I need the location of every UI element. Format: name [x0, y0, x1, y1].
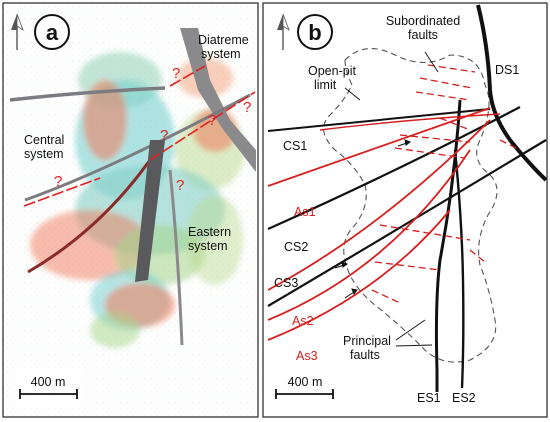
subordinated-faults — [371, 64, 521, 304]
eastern-fault — [168, 169, 184, 346]
label-es1: ES1 — [417, 391, 441, 405]
fault-cs2 — [267, 106, 521, 231]
question-mark-1: ? — [172, 65, 180, 82]
label-diatreme-2: system — [201, 47, 241, 61]
label-open-pit-1: Open-pit — [308, 64, 356, 78]
open-pit-limit — [323, 48, 498, 363]
label-open-pit-2: limit — [314, 78, 337, 92]
fault-as1 — [267, 107, 491, 187]
fault-es2 — [453, 149, 465, 389]
label-as3: As3 — [296, 349, 318, 363]
label-eastern-1: Eastern — [188, 225, 231, 239]
scale-bar-a — [19, 389, 78, 399]
label-central-2: system — [24, 147, 64, 161]
question-mark-5: ? — [176, 177, 184, 194]
label-as2: As2 — [292, 314, 314, 328]
label-cs1: CS1 — [283, 139, 307, 153]
panel-a: ? ? ? ? ? ? Diatreme system Central syst… — [2, 2, 259, 418]
fault-ds1 — [476, 4, 548, 182]
label-ds1: DS1 — [495, 63, 519, 77]
scale-bar-label-b: 400 m — [288, 375, 323, 389]
question-mark-2: ? — [243, 99, 251, 116]
panel-b-letter: b — [308, 20, 321, 45]
north-arrow-icon-b — [277, 13, 290, 50]
label-cs2: CS2 — [284, 240, 308, 254]
fault-cs1 — [267, 108, 491, 132]
north-arrow-icon-a — [11, 13, 24, 50]
question-mark-4: ? — [160, 127, 168, 144]
label-as1: As1 — [294, 205, 316, 219]
central-fault-upper — [9, 86, 166, 102]
question-mark-6: ? — [54, 173, 62, 190]
diatreme-fault-band — [180, 28, 256, 172]
central-red-lineament — [27, 159, 152, 274]
scale-bar-label-a: 400 m — [31, 375, 66, 389]
label-subordinated-1: Subordinated — [386, 14, 460, 28]
scale-bar-b — [275, 389, 334, 399]
panel-a-badge — [34, 14, 70, 50]
fault-as2-upper — [267, 119, 491, 291]
shear-arrows — [334, 139, 412, 299]
leader-lines — [344, 51, 439, 347]
red-dashed-extensions — [23, 65, 256, 207]
label-subordinated-2: faults — [408, 28, 438, 42]
question-mark-3: ? — [208, 112, 216, 129]
label-principal-2: faults — [350, 348, 380, 362]
fault-as2 — [267, 149, 471, 321]
label-es2: ES2 — [452, 391, 476, 405]
central-fault-main — [24, 93, 251, 202]
label-principal-1: Principal — [343, 334, 391, 348]
scale-bar-bg-a — [14, 368, 82, 406]
fault-cs3 — [267, 139, 547, 307]
panel-a-letter: a — [46, 20, 59, 45]
panel-b: Subordinated faults Open-pit limit Princ… — [262, 2, 548, 418]
panel-b-badge — [297, 14, 333, 50]
label-cs3: CS3 — [274, 276, 298, 290]
dark-fault-band — [135, 140, 165, 282]
label-diatreme-1: Diatreme — [198, 33, 249, 47]
label-central-1: Central — [24, 133, 64, 147]
fault-as3 — [267, 209, 451, 341]
fault-red-upper — [319, 113, 501, 131]
label-eastern-2: system — [188, 239, 228, 253]
fault-es1 — [434, 99, 462, 392]
